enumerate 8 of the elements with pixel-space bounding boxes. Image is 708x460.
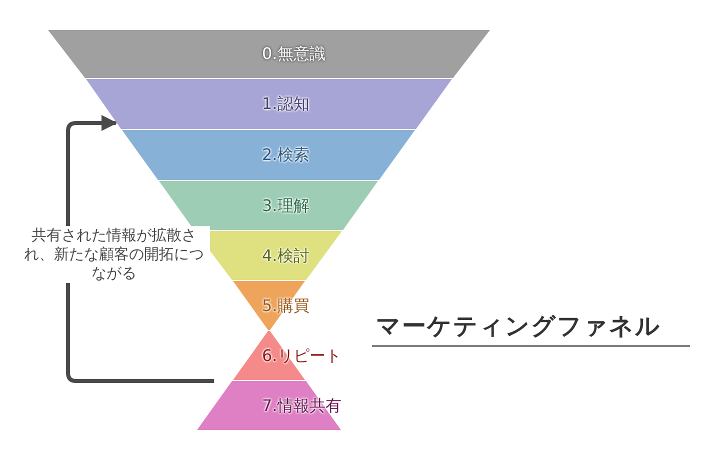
stage-label: 6.リピート (262, 346, 342, 366)
stage-label: 7.情報共有 (262, 396, 342, 416)
stage-label: 0.無意識 (262, 44, 326, 64)
stage-label: 1.認知 (262, 94, 310, 114)
stage-label: 2.検索 (262, 145, 310, 165)
stage-label: 3.理解 (262, 196, 310, 216)
stage-label: 4.検討 (262, 246, 310, 266)
diagram-title: マーケティングファネル (376, 311, 661, 342)
